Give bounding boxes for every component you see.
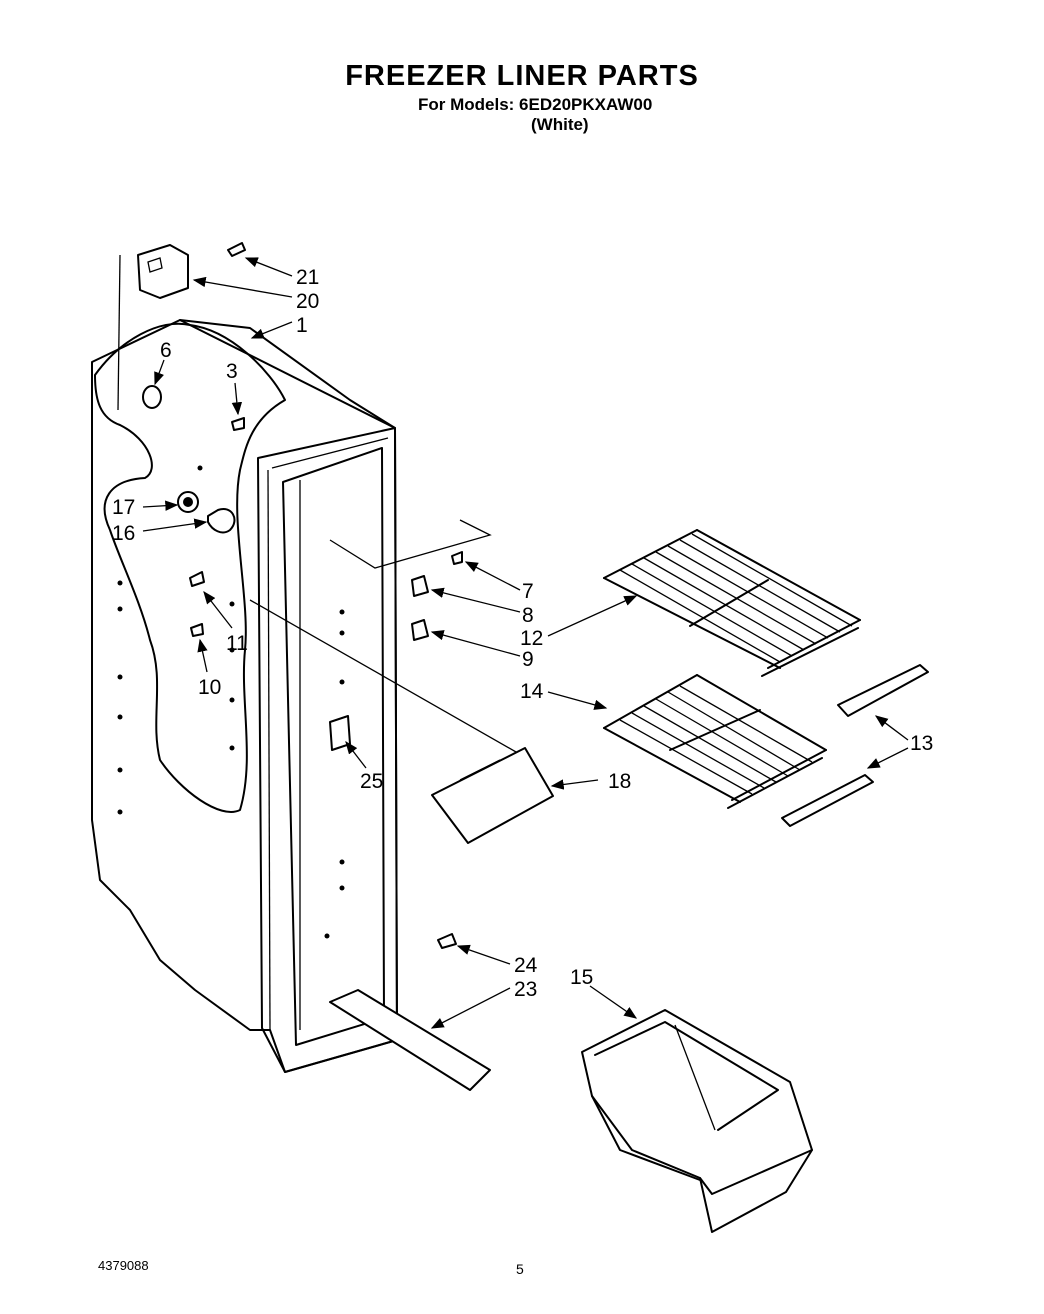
callout-8: 8 xyxy=(522,604,534,627)
part-24-drawing xyxy=(437,933,457,949)
callout-17: 17 xyxy=(112,496,135,519)
callout-leaders xyxy=(142,257,909,1029)
part-7-drawing xyxy=(451,551,463,565)
lower-wire-shelf-drawing xyxy=(603,674,827,809)
part-8-drawing xyxy=(411,575,429,597)
upper-wire-shelf-drawing xyxy=(603,529,861,677)
callout-23: 23 xyxy=(514,978,537,1001)
callout-20: 20 xyxy=(296,290,319,313)
ice-bin-drawing xyxy=(581,1009,813,1233)
part-18-drawing xyxy=(431,747,554,844)
part-3-drawing xyxy=(231,417,245,431)
part-11-drawing xyxy=(189,571,205,587)
callout-18: 18 xyxy=(608,770,631,793)
callout-9: 9 xyxy=(522,648,534,671)
callout-16: 16 xyxy=(112,522,135,545)
callout-6: 6 xyxy=(160,339,172,362)
plug-drawing xyxy=(142,385,162,409)
document-number: 4379088 xyxy=(98,1258,149,1273)
callout-3: 3 xyxy=(226,360,238,383)
callout-21: 21 xyxy=(296,266,319,289)
callout-10: 10 xyxy=(198,676,221,699)
model-line: For Models: 6ED20PKXAW00 xyxy=(418,95,653,114)
part-9-drawing xyxy=(411,619,429,641)
diagram-title: FREEZER LINER PARTS xyxy=(345,60,699,92)
liner-holes xyxy=(117,465,345,939)
upper-shelf-rail-drawing xyxy=(837,664,929,717)
page-number: 5 xyxy=(516,1261,524,1277)
part-10-drawing xyxy=(190,623,204,637)
callout-24: 24 xyxy=(514,954,538,977)
model-color: (White) xyxy=(531,115,589,134)
part-25-drawing xyxy=(329,715,351,751)
callout-25: 25 xyxy=(360,770,383,793)
thermostat-housing-drawing xyxy=(117,244,189,411)
part-23-drawing xyxy=(329,989,491,1091)
callout-15: 15 xyxy=(570,966,593,989)
screw-21-drawing xyxy=(227,242,246,257)
callout-labels: 21 20 1 6 3 17 16 7 8 9 11 10 12 14 13 1… xyxy=(112,266,933,1001)
light-assembly-drawing xyxy=(177,491,236,534)
callout-13: 13 xyxy=(910,732,933,755)
lower-shelf-rail-drawing xyxy=(781,774,874,827)
callout-11: 11 xyxy=(226,632,248,655)
callout-14: 14 xyxy=(520,680,544,703)
callout-7: 7 xyxy=(522,580,534,603)
callout-12: 12 xyxy=(520,627,543,650)
freezer-liner-drawing xyxy=(91,319,531,1073)
callout-1: 1 xyxy=(296,314,308,337)
